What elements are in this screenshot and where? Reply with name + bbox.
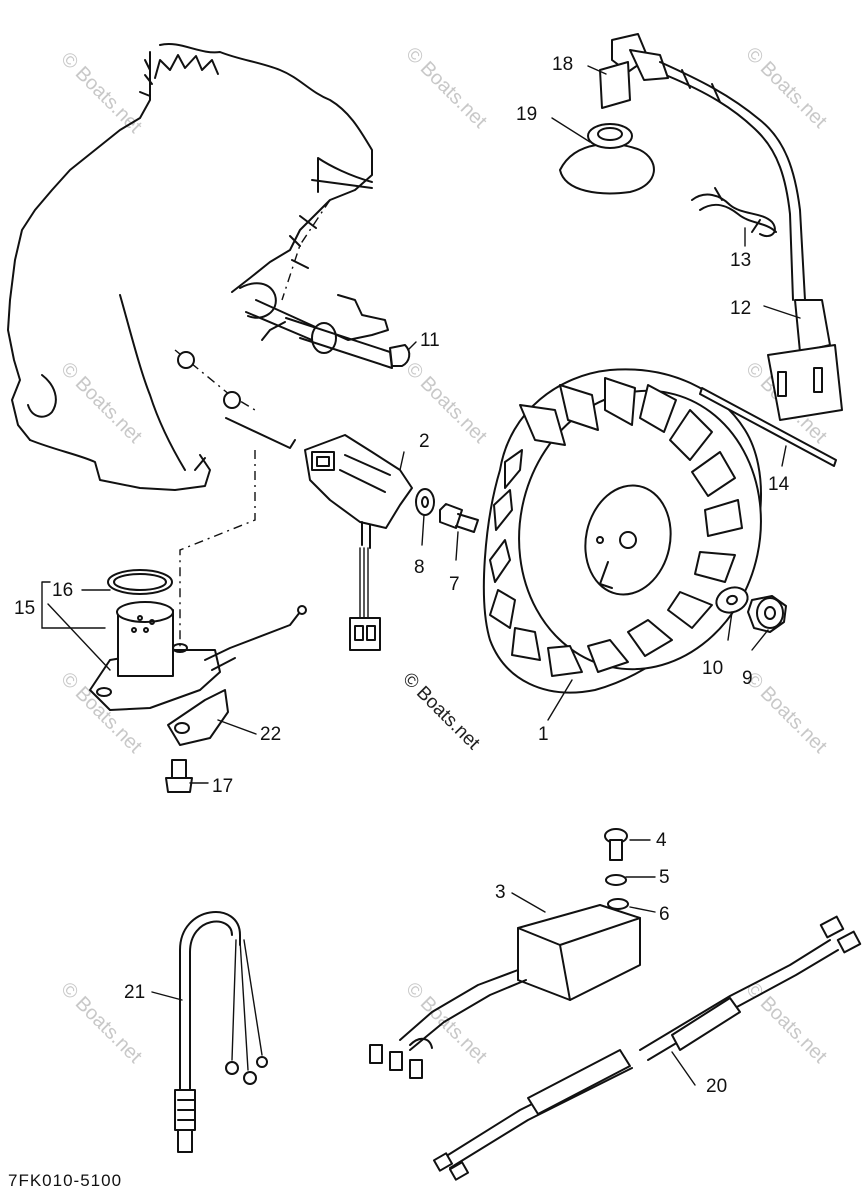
- ignition-coil-12: [767, 299, 843, 421]
- lead-wire-21: [174, 911, 268, 1153]
- high-tension-cord: [659, 61, 806, 301]
- watermark-faint: © Boats.net: [741, 668, 831, 758]
- watermark-faint: © Boats.net: [56, 358, 146, 448]
- dash-guide: [179, 450, 256, 650]
- callout-15: 15: [14, 598, 35, 619]
- wire-harness-20: [432, 915, 862, 1181]
- callout-19: 19: [516, 104, 537, 125]
- callout-labels: 2 8 7 1 10 9 11 12 13 14 15 16 17 18 19 …: [14, 54, 790, 1097]
- washer-10: [715, 586, 749, 614]
- callout-20: 20: [706, 1076, 727, 1097]
- watermark-faint: © Boats.net: [401, 978, 491, 1068]
- grommet-19: [559, 123, 655, 195]
- callout-14: 14: [768, 474, 790, 495]
- washer-5: [605, 874, 627, 886]
- watermark-faint: © Boats.net: [56, 48, 146, 138]
- watermark-center: © Boats.net: [398, 669, 484, 755]
- watermark-faint: © Boats.net: [401, 358, 491, 448]
- callout-6: 6: [659, 904, 670, 925]
- callout-2: 2: [419, 431, 430, 452]
- callout-4: 4: [656, 830, 667, 851]
- callout-13: 13: [730, 250, 751, 271]
- watermark-faint: © Boats.net: [741, 43, 831, 133]
- callout-12: 12: [730, 298, 751, 319]
- band-14: [699, 387, 837, 467]
- switch-assembly-15: [89, 569, 307, 711]
- watermark-faint: © Boats.net: [741, 978, 831, 1068]
- callout-11: 11: [420, 330, 440, 351]
- screw-4: [604, 828, 628, 861]
- plate-22: [167, 689, 229, 746]
- cdi-unit-3: [369, 904, 641, 1079]
- callout-16: 16: [52, 580, 73, 601]
- callout-8: 8: [414, 557, 425, 578]
- flywheel: [482, 368, 763, 694]
- spark-plug-cap-18: [599, 33, 669, 109]
- callout-18: 18: [552, 54, 573, 75]
- clamp-13: [691, 187, 777, 238]
- watermark-faint: © Boats.net: [401, 43, 491, 133]
- engine-block: [7, 43, 393, 491]
- callout-17: 17: [212, 776, 233, 797]
- leader-lines: [41, 65, 801, 1086]
- callout-7: 7: [449, 574, 460, 595]
- callout-9: 9: [742, 668, 753, 689]
- screw-17: [165, 759, 193, 793]
- washer-8: [415, 488, 435, 516]
- washer-6: [607, 898, 629, 910]
- callout-10: 10: [702, 658, 723, 679]
- callout-3: 3: [495, 882, 506, 903]
- callout-5: 5: [659, 867, 670, 888]
- woodruff-key-11: [389, 344, 411, 367]
- callout-21: 21: [124, 982, 145, 1003]
- nut-9: [747, 595, 787, 633]
- callout-22: 22: [260, 724, 281, 745]
- bolt-7: [439, 503, 479, 533]
- diagram-code: 7FK010-5100: [8, 1171, 122, 1190]
- callout-1: 1: [538, 724, 549, 745]
- pulser-coil: [304, 434, 413, 651]
